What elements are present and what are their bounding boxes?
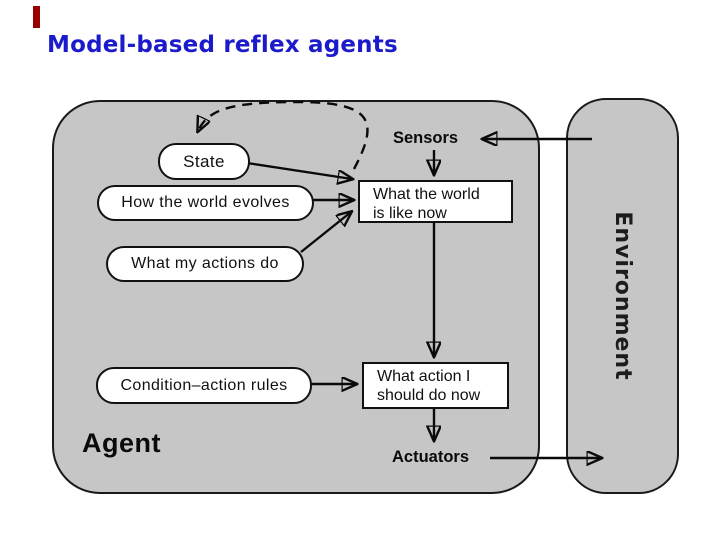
node-state-label: State: [183, 152, 225, 171]
action-line-1: What action I: [377, 368, 471, 385]
arrow-actions-to-percept: [300, 212, 351, 253]
node-percept-box: What the world is like now: [358, 180, 513, 223]
agent-panel: [52, 100, 540, 494]
dashed-arrow-percept-to-state: [198, 100, 369, 170]
slide-title: Model-based reflex agents: [47, 32, 398, 58]
node-condition-rules-label: Condition–action rules: [120, 376, 288, 394]
percept-line-1: What the world: [373, 186, 480, 203]
actuators-label: Actuators: [392, 448, 470, 466]
agent-label: Agent: [82, 428, 161, 458]
title-accent-bar: [33, 6, 40, 28]
node-condition-rules: Condition–action rules: [96, 367, 312, 404]
node-action-box: What action I should do now: [362, 362, 509, 409]
node-state: State: [158, 143, 250, 180]
environment-label: Environment: [610, 211, 635, 381]
node-world-evolves-label: How the world evolves: [121, 194, 290, 211]
sensors-label: Sensors: [393, 129, 459, 147]
node-my-actions: What my actions do: [106, 246, 304, 282]
arrow-state-to-percept: [246, 161, 352, 179]
action-line-2: should do now: [377, 387, 481, 404]
node-world-evolves: How the world evolves: [97, 185, 314, 221]
percept-line-2: is like now: [373, 205, 447, 222]
node-my-actions-label: What my actions do: [131, 255, 279, 272]
environment-panel: [566, 98, 679, 494]
